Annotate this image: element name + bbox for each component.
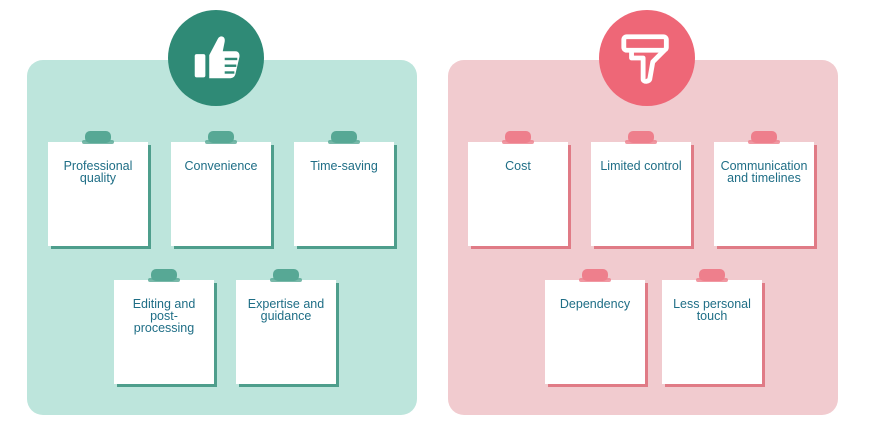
- cons-note-4: Dependency: [545, 269, 645, 384]
- note-label: Limited control: [600, 159, 682, 173]
- tape: [625, 131, 657, 144]
- tape: [328, 131, 360, 144]
- note-label: Cost: [505, 159, 531, 173]
- tape: [205, 131, 237, 144]
- pros-note-1: Professional quality: [48, 131, 148, 246]
- note-label: Less personal touch: [673, 297, 751, 323]
- cons-note-1: Cost: [468, 131, 568, 246]
- tape: [82, 131, 114, 144]
- tape: [502, 131, 534, 144]
- note-label: Editing and post-processing: [132, 297, 196, 335]
- cons-note-3: Communication and timelines: [714, 131, 814, 246]
- note-label: Convenience: [184, 159, 258, 173]
- tape: [579, 269, 611, 282]
- thumbs-down-icon: [621, 34, 669, 84]
- tape: [270, 269, 302, 282]
- tape: [748, 131, 780, 144]
- cons-badge: [599, 10, 695, 106]
- pros-badge: [168, 10, 264, 106]
- pros-note-5: Expertise and guidance: [236, 269, 336, 384]
- cons-note-5: Less personal touch: [662, 269, 762, 384]
- note-label: Professional quality: [63, 159, 133, 185]
- tape: [696, 269, 728, 282]
- pros-note-3: Time-saving: [294, 131, 394, 246]
- note-label: Time-saving: [310, 159, 378, 173]
- pros-note-4: Editing and post-processing: [114, 269, 214, 384]
- note-label: Communication and timelines: [720, 159, 808, 185]
- tape: [148, 269, 180, 282]
- thumbs-up-icon: [194, 36, 240, 79]
- pros-note-2: Convenience: [171, 131, 271, 246]
- note-label: Dependency: [559, 297, 631, 311]
- cons-note-2: Limited control: [591, 131, 691, 246]
- note-label: Expertise and guidance: [247, 297, 325, 323]
